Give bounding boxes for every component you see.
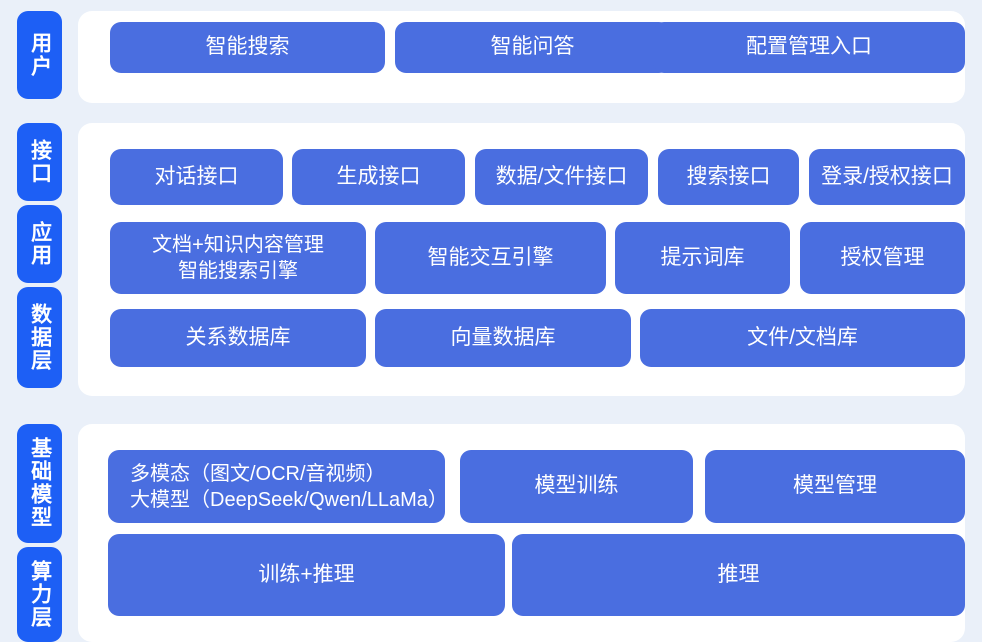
box-config-management-entry[interactable]: 配置管理入口 xyxy=(653,22,965,73)
box-inference[interactable]: 推理 xyxy=(512,534,965,616)
box-multimodal-large-model[interactable]: 多模态（图文/OCR/音视频） 大模型（DeepSeek/Qwen/LLaMa） xyxy=(108,450,448,523)
box-model-training[interactable]: 模型训练 xyxy=(460,450,693,523)
box-prompt-library[interactable]: 提示词库 xyxy=(615,222,790,294)
rail-middle: 接口 应用 数据层 xyxy=(17,123,62,388)
panel-base: 多模态（图文/OCR/音视频） 大模型（DeepSeek/Qwen/LLaMa）… xyxy=(78,424,965,642)
rail-tab-data-layer[interactable]: 数据层 xyxy=(17,287,62,388)
box-search-interface[interactable]: 搜索接口 xyxy=(658,149,799,205)
box-smart-interaction-engine[interactable]: 智能交互引擎 xyxy=(375,222,606,294)
box-vector-database[interactable]: 向量数据库 xyxy=(375,309,631,367)
rail-tab-interface[interactable]: 接口 xyxy=(17,123,62,201)
box-relational-database[interactable]: 关系数据库 xyxy=(110,309,366,367)
rail-base: 基础模型 算力层 xyxy=(17,424,62,642)
box-file-document-repository[interactable]: 文件/文档库 xyxy=(640,309,965,367)
panel-middle: 对话接口 生成接口 数据/文件接口 搜索接口 登录/授权接口 文档+知识内容管理… xyxy=(78,123,965,396)
box-smart-qa[interactable]: 智能问答 xyxy=(395,22,670,73)
rail-user: 用户 xyxy=(17,11,62,99)
rail-tab-compute-layer[interactable]: 算力层 xyxy=(17,546,62,642)
rail-tab-application-label: 应用 xyxy=(28,221,52,267)
section-middle: 接口 应用 数据层 对话接口 生成接口 数据/文件接口 搜索接口 登录/授权接口… xyxy=(0,115,982,396)
box-data-file-interface[interactable]: 数据/文件接口 xyxy=(475,149,648,205)
rail-tab-data-layer-label: 数据层 xyxy=(28,303,52,372)
box-login-auth-interface[interactable]: 登录/授权接口 xyxy=(809,149,965,205)
panel-user: 智能搜索 智能问答 配置管理入口 xyxy=(78,11,965,103)
rail-tab-user[interactable]: 用户 xyxy=(17,11,62,99)
rail-tab-base-model[interactable]: 基础模型 xyxy=(17,424,62,543)
box-smart-search[interactable]: 智能搜索 xyxy=(110,22,385,73)
box-training-and-inference[interactable]: 训练+推理 xyxy=(108,534,505,616)
section-base: 基础模型 算力层 多模态（图文/OCR/音视频） 大模型（DeepSeek/Qw… xyxy=(0,415,982,642)
rail-tab-compute-layer-label: 算力层 xyxy=(28,559,52,629)
section-user: 用户 智能搜索 智能问答 配置管理入口 xyxy=(0,3,982,104)
rail-tab-user-label: 用户 xyxy=(28,32,52,78)
box-dialog-interface[interactable]: 对话接口 xyxy=(110,149,283,205)
box-generation-interface[interactable]: 生成接口 xyxy=(292,149,465,205)
rail-tab-base-model-label: 基础模型 xyxy=(28,437,52,530)
box-authorization-management[interactable]: 授权管理 xyxy=(800,222,965,294)
box-doc-knowledge-management[interactable]: 文档+知识内容管理 智能搜索引擎 xyxy=(110,222,366,294)
rail-tab-interface-label: 接口 xyxy=(28,139,52,185)
rail-tab-application[interactable]: 应用 xyxy=(17,205,62,283)
box-model-management[interactable]: 模型管理 xyxy=(705,450,965,523)
